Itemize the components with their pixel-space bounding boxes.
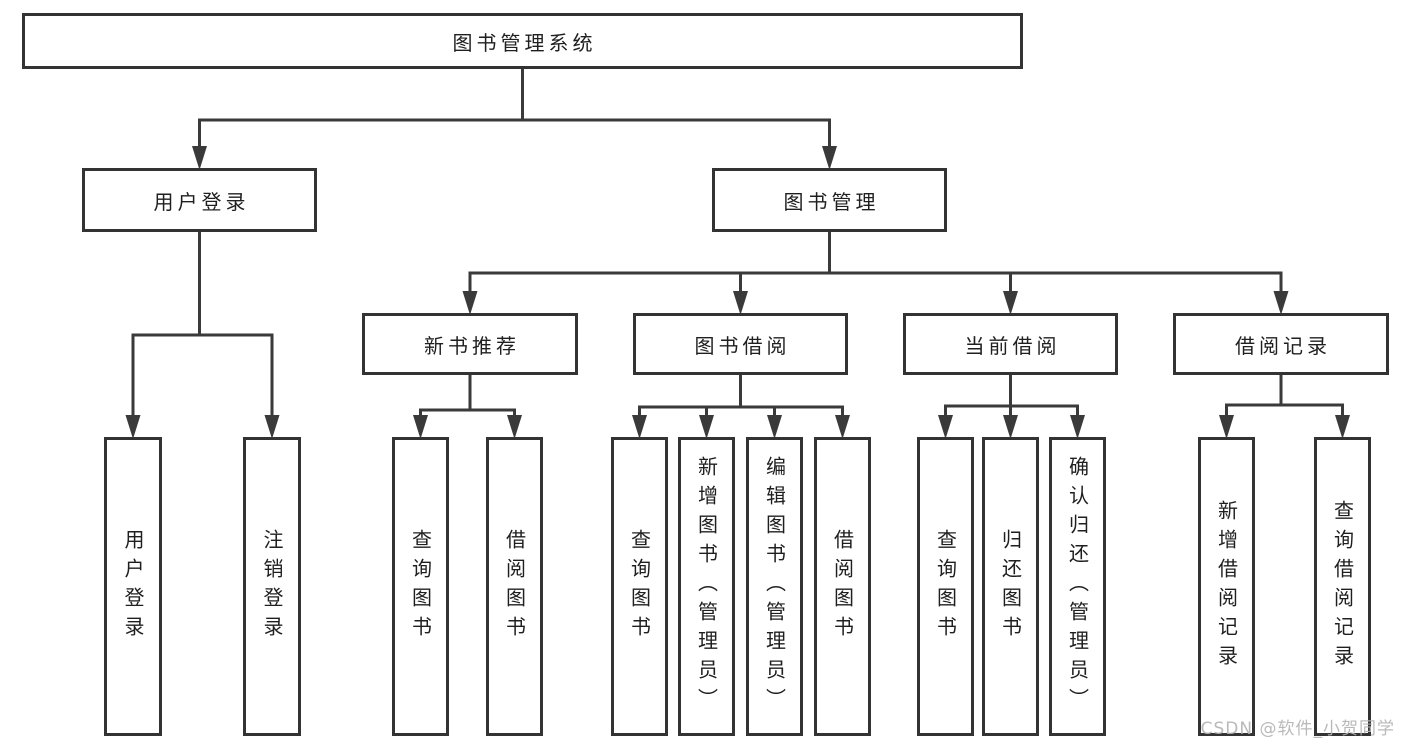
node-leaf-edit-book: 编辑图书（管理员）: [746, 437, 803, 736]
node-label: 归还图书: [998, 528, 1023, 645]
arrowhead-icon: [462, 291, 478, 315]
node-label: 查询图书: [627, 528, 652, 645]
arrowhead-icon: [1003, 291, 1018, 315]
node-label: 借阅图书: [502, 528, 527, 645]
node-leaf-logout: 注销登录: [243, 437, 301, 736]
arrowhead-icon: [938, 415, 953, 439]
node-label: 借阅图书: [830, 528, 855, 645]
node-book-borrow: 图书借阅: [633, 313, 848, 375]
arrowhead-icon: [125, 415, 141, 439]
node-book-mgmt: 图书管理: [712, 168, 947, 232]
arrowhead-icon: [822, 146, 837, 170]
node-leaf-user-login: 用户登录: [104, 437, 162, 736]
node-leaf-add-book: 新增图书（管理员）: [678, 437, 735, 736]
node-label: 用户登录: [121, 528, 145, 645]
node-user-login: 用户登录: [82, 168, 317, 232]
node-label: 查询图书: [408, 528, 433, 645]
arrowhead-icon: [733, 291, 748, 315]
arrowhead-icon: [1070, 415, 1085, 439]
arrowhead-icon: [264, 415, 280, 439]
arrowhead-icon: [835, 415, 850, 439]
node-label: 注销登录: [260, 528, 284, 645]
node-new-book-rec: 新书推荐: [362, 313, 578, 375]
node-leaf-borrow-book-1: 借阅图书: [486, 437, 543, 736]
node-leaf-query-borrow-record: 查询借阅记录: [1314, 437, 1371, 736]
node-leaf-query-book-2: 查询图书: [611, 437, 668, 736]
node-label: 用户登录: [153, 189, 250, 214]
node-label: 查询图书: [933, 528, 958, 645]
node-borrow-records: 借阅记录: [1173, 313, 1389, 375]
node-label: 图书借阅: [694, 333, 791, 358]
node-leaf-query-book-1: 查询图书: [392, 437, 449, 736]
node-leaf-borrow-book-2: 借阅图书: [814, 437, 871, 736]
node-label: 新增借阅记录: [1214, 499, 1239, 674]
arrowhead-icon: [507, 415, 522, 439]
arrowhead-icon: [1219, 415, 1234, 439]
node-label: 新书推荐: [424, 333, 520, 358]
node-label: 图书管理: [783, 189, 880, 214]
arrowhead-icon: [1003, 415, 1018, 439]
arrowhead-icon: [699, 415, 714, 439]
node-current-borrow: 当前借阅: [903, 313, 1118, 375]
node-label: 确认归还（管理员）: [1065, 456, 1090, 717]
node-label: 查询借阅记录: [1330, 499, 1355, 674]
arrowhead-icon: [1335, 415, 1350, 439]
node-leaf-confirm-return: 确认归还（管理员）: [1049, 437, 1106, 736]
node-label: 当前借阅: [964, 333, 1061, 358]
node-leaf-query-book-3: 查询图书: [917, 437, 974, 736]
node-leaf-add-borrow-record: 新增借阅记录: [1198, 437, 1255, 736]
node-leaf-return-book: 归还图书: [982, 437, 1039, 736]
arrowhead-icon: [1273, 291, 1289, 315]
arrowhead-icon: [413, 415, 428, 439]
node-root: 图书管理系统: [22, 13, 1023, 69]
node-label: 编辑图书（管理员）: [762, 456, 787, 717]
node-label: 借阅记录: [1235, 333, 1331, 358]
node-label: 新增图书（管理员）: [694, 456, 719, 717]
arrowhead-icon: [632, 415, 647, 439]
arrowhead-icon: [192, 146, 207, 170]
arrowhead-icon: [767, 415, 782, 439]
node-label: 图书管理系统: [452, 30, 597, 55]
